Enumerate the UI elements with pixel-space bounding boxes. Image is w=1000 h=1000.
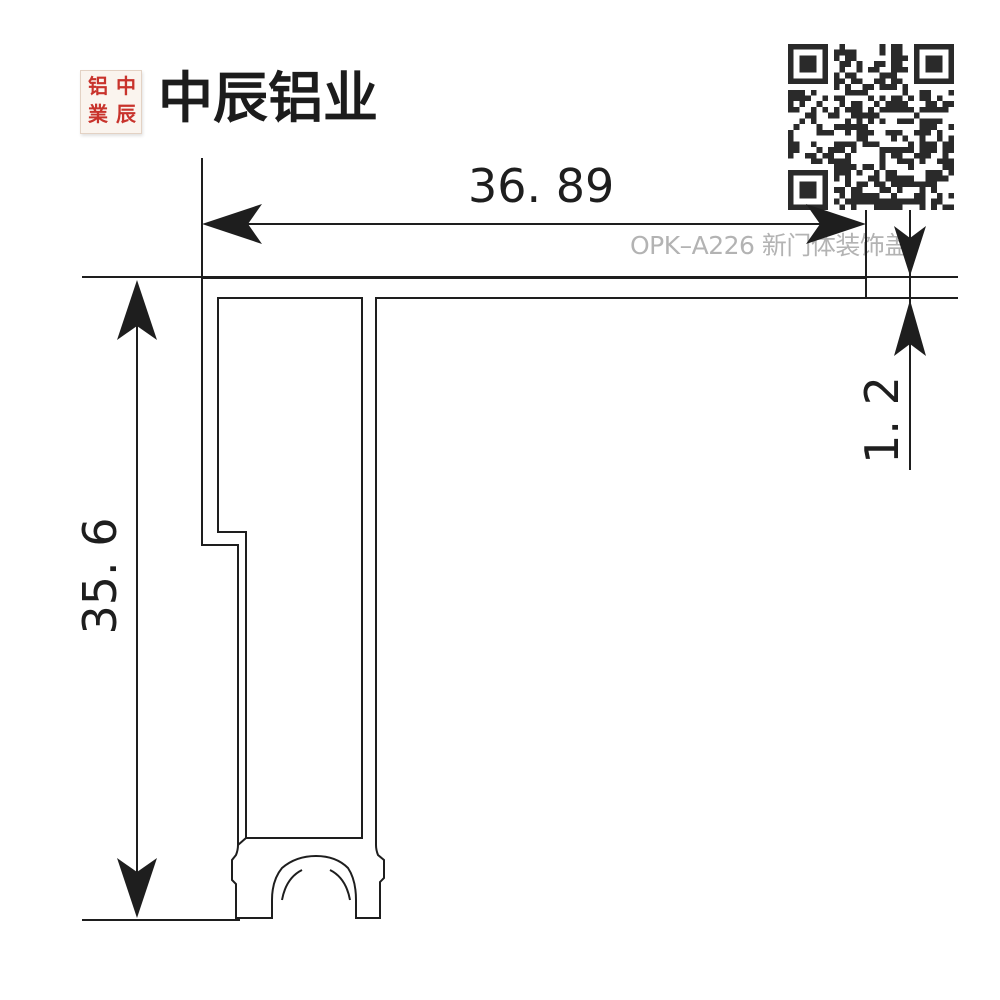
arrow-width-left <box>202 204 262 244</box>
profile-outline <box>201 277 867 919</box>
dimension-height-label: 35. 6 <box>73 517 127 635</box>
profile-tab <box>237 837 247 846</box>
arrow-width-right <box>806 204 866 244</box>
seal-char-1: 中 <box>116 74 136 98</box>
brand-name: 中辰铝业 <box>158 66 379 130</box>
seal-char-2: 辰 <box>116 102 136 126</box>
groove-lip-right <box>329 869 351 901</box>
profile-pocket <box>217 297 363 839</box>
seal-char-3: 铝 <box>88 74 108 98</box>
dimension-thickness-label: 1. 2 <box>855 376 909 464</box>
arrow-thickness-top <box>894 226 926 276</box>
arrow-height-top <box>117 280 157 340</box>
logo-seal: 中 辰 铝 業 <box>80 70 142 134</box>
arrow-thickness-bottom <box>894 300 926 356</box>
arrow-height-bottom <box>117 858 157 918</box>
qr-code-icon <box>788 44 954 210</box>
product-code-label: OPK–A226 新门体装饰盖 <box>630 231 909 260</box>
dimension-width-label: 36. 89 <box>468 159 615 213</box>
groove-lip-left <box>281 869 303 901</box>
seal-char-4: 業 <box>88 102 108 126</box>
